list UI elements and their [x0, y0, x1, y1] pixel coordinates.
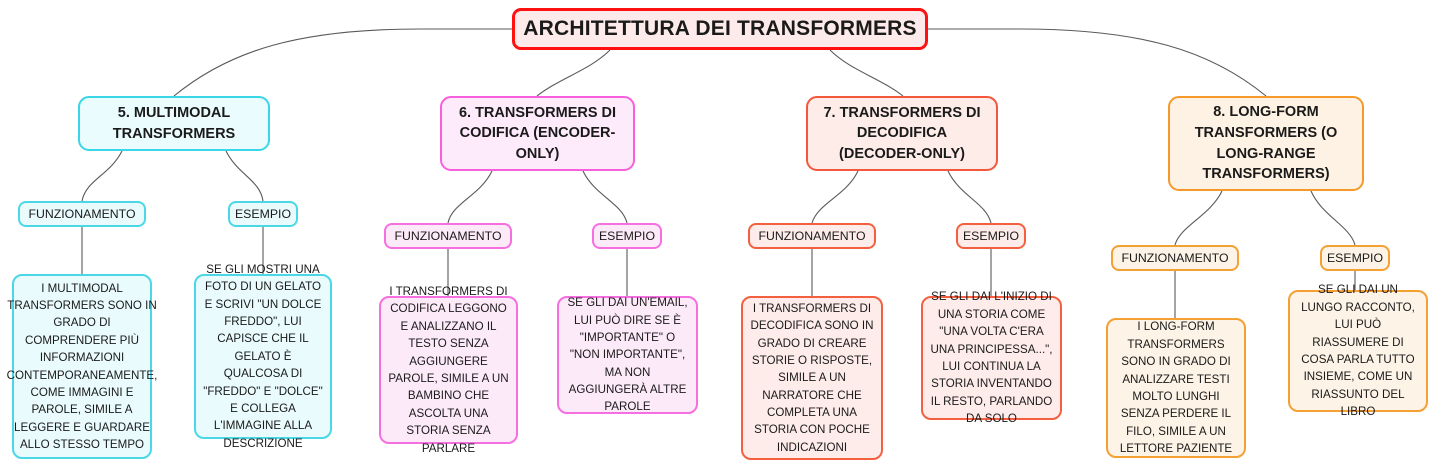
label-8-funzionamento[interactable]: FUNZIONAMENTO	[1111, 245, 1239, 271]
leaf-text: I LONG-FORM TRANSFORMERS SONO IN GRADO D…	[1119, 320, 1233, 456]
label-text: ESEMPIO	[962, 229, 1020, 243]
label-7-esempio[interactable]: ESEMPIO	[956, 223, 1026, 249]
label-text: FUNZIONAMENTO	[394, 229, 502, 243]
label-5-funzionamento[interactable]: FUNZIONAMENTO	[18, 201, 146, 227]
label-5-esempio[interactable]: ESEMPIO	[228, 201, 298, 227]
label-text: ESEMPIO	[598, 229, 656, 243]
root-node[interactable]: ARCHITETTURA DEI TRANSFORMERS	[512, 8, 928, 50]
label-text: FUNZIONAMENTO	[758, 229, 866, 243]
branch-node-6[interactable]: 6. TRANSFORMERS DI CODIFICA (ENCODER-ONL…	[440, 96, 635, 171]
leaf-5-esempio[interactable]: SE GLI MOSTRI UNA FOTO DI UN GELATO E SC…	[194, 263, 332, 450]
branch-node-7[interactable]: 7. TRANSFORMERS DI DECODIFICA (DECODER-O…	[806, 96, 998, 171]
label-text: ESEMPIO	[234, 207, 292, 221]
branch-title-5: 5. MULTIMODAL TRANSFORMERS	[112, 104, 236, 142]
leaf-text: SE GLI DAI UN'EMAIL, LUI PUÒ DIRE SE È "…	[567, 296, 688, 414]
leaf-text: SE GLI DAI L'INIZIO DI UNA STORIA COME "…	[930, 290, 1053, 426]
leaf-text: I MULTIMODAL TRANSFORMERS SONO IN GRADO …	[6, 281, 158, 452]
leaf-8-funzionamento[interactable]: I LONG-FORM TRANSFORMERS SONO IN GRADO D…	[1106, 318, 1246, 458]
leaf-text: I TRANSFORMERS DI DECODIFICA SONO IN GRA…	[750, 301, 874, 454]
branch-node-5[interactable]: 5. MULTIMODAL TRANSFORMERS	[78, 96, 270, 151]
leaf-7-funzionamento[interactable]: I TRANSFORMERS DI DECODIFICA SONO IN GRA…	[741, 296, 883, 460]
label-text: ESEMPIO	[1326, 251, 1384, 265]
label-text: FUNZIONAMENTO	[28, 207, 136, 221]
branch-title-8: 8. LONG-FORM TRANSFORMERS (O LONG-RANGE …	[1194, 104, 1338, 183]
leaf-6-funzionamento[interactable]: I TRANSFORMERS DI CODIFICA LEGGONO E ANA…	[379, 285, 518, 455]
leaf-text: I TRANSFORMERS DI CODIFICA LEGGONO E ANA…	[388, 285, 509, 455]
label-8-esempio[interactable]: ESEMPIO	[1320, 245, 1390, 271]
label-7-funzionamento[interactable]: FUNZIONAMENTO	[748, 223, 876, 249]
leaf-text: SE GLI DAI UN LUNGO RACCONTO, LUI PUÒ RI…	[1301, 283, 1415, 419]
branch-node-8[interactable]: 8. LONG-FORM TRANSFORMERS (O LONG-RANGE …	[1168, 96, 1364, 191]
leaf-5-funzionamento[interactable]: I MULTIMODAL TRANSFORMERS SONO IN GRADO …	[7, 274, 157, 459]
branch-title-7: 7. TRANSFORMERS DI DECODIFICA (DECODER-O…	[823, 104, 981, 162]
branch-title-6: 6. TRANSFORMERS DI CODIFICA (ENCODER-ONL…	[458, 104, 617, 162]
leaf-6-esempio[interactable]: SE GLI DAI UN'EMAIL, LUI PUÒ DIRE SE È "…	[557, 296, 698, 414]
label-6-funzionamento[interactable]: FUNZIONAMENTO	[384, 223, 512, 249]
label-6-esempio[interactable]: ESEMPIO	[592, 223, 662, 249]
label-text: FUNZIONAMENTO	[1121, 251, 1229, 265]
leaf-text: SE GLI MOSTRI UNA FOTO DI UN GELATO E SC…	[203, 262, 323, 450]
root-label: ARCHITETTURA DEI TRANSFORMERS	[523, 17, 917, 40]
leaf-7-esempio[interactable]: SE GLI DAI L'INIZIO DI UNA STORIA COME "…	[921, 290, 1062, 425]
leaf-8-esempio[interactable]: SE GLI DAI UN LUNGO RACCONTO, LUI PUÒ RI…	[1288, 283, 1428, 418]
